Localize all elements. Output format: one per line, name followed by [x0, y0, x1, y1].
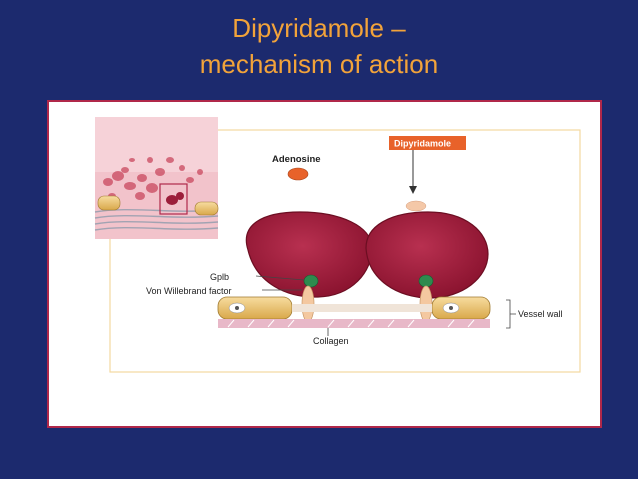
- dipyridamole-arrowhead: [409, 186, 417, 194]
- gplb-leader: [255, 275, 305, 281]
- vwf-label: Von Willebrand factor: [146, 286, 232, 296]
- inset-micrograph: [94, 117, 219, 239]
- platelet-right: [365, 211, 489, 299]
- slide-title: Dipyridamole – mechanism of action: [0, 10, 638, 82]
- vessel-wall-bracket: [506, 299, 516, 329]
- collagen-label: Collagen: [313, 336, 349, 346]
- adenosine-molecule: [287, 167, 309, 181]
- dipyridamole-tag: Dipyridamole: [389, 136, 466, 150]
- vessel-wall: [217, 296, 491, 328]
- title-line-1: Dipyridamole –: [232, 13, 406, 43]
- dipyridamole-label: Dipyridamole: [394, 139, 451, 149]
- gplb-label: Gplb: [210, 272, 229, 282]
- gplb-receptor-left: [303, 274, 319, 288]
- vessel-wall-label: Vessel wall: [518, 309, 563, 319]
- gplb-receptor-right: [418, 274, 434, 288]
- adenosine-label: Adenosine: [272, 154, 321, 165]
- title-line-2: mechanism of action: [199, 49, 439, 79]
- dipyridamole-molecule: [405, 200, 427, 212]
- inner-frame: [109, 129, 581, 373]
